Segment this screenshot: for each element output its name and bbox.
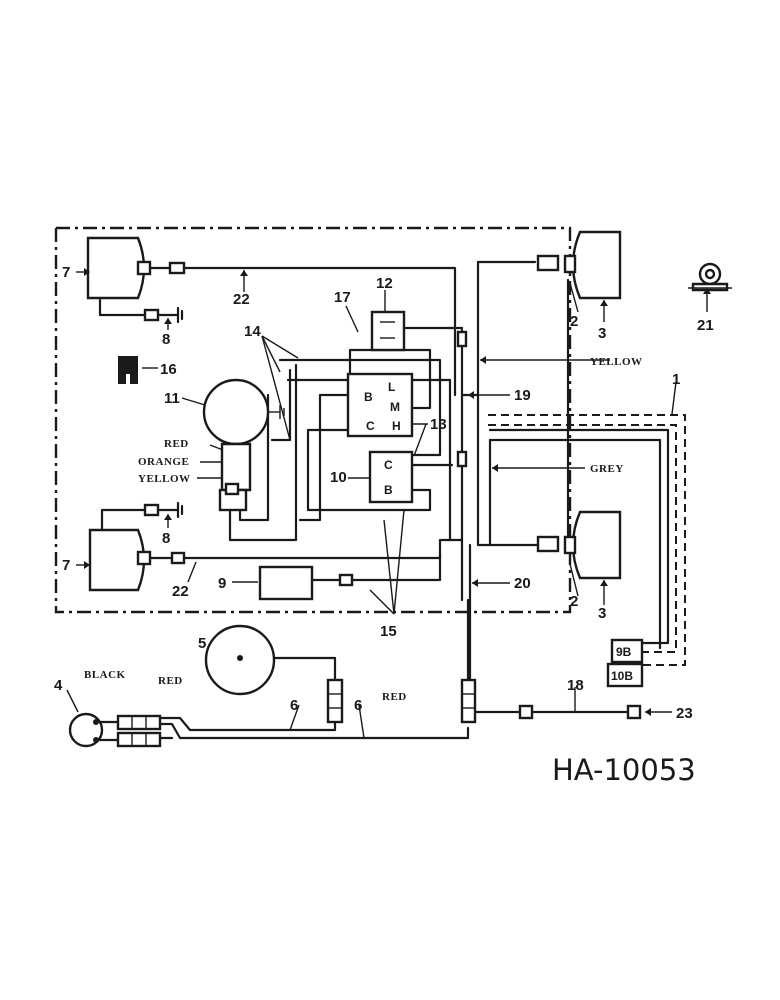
callout-6-left: 6 bbox=[290, 697, 298, 714]
callout-21: 21 bbox=[697, 317, 714, 334]
callout-13: 13 bbox=[430, 416, 447, 433]
label-red-right: RED bbox=[382, 691, 407, 703]
callout-8-bottom: 8 bbox=[162, 530, 170, 547]
terminal-reg-b: B bbox=[384, 483, 393, 497]
lamp-top-right bbox=[536, 230, 622, 300]
callout-1: 1 bbox=[672, 371, 680, 388]
callout-15: 15 bbox=[380, 623, 397, 640]
callout-17: 17 bbox=[334, 289, 351, 306]
drawing-number: HA-10053 bbox=[552, 753, 696, 787]
label-red-generator: RED bbox=[164, 438, 189, 450]
label-black: BLACK bbox=[84, 669, 126, 681]
terminal-23 bbox=[626, 704, 642, 720]
label-orange: ORANGE bbox=[138, 456, 189, 468]
callout-8-top: 8 bbox=[162, 331, 170, 348]
label-grey: GREY bbox=[590, 463, 624, 475]
head-lamp-top-left bbox=[86, 236, 152, 300]
head-lamp-bottom-left bbox=[88, 528, 152, 592]
callout-5: 5 bbox=[198, 635, 206, 652]
callout-2-top: 2 bbox=[570, 313, 578, 330]
generator bbox=[202, 378, 285, 512]
horn-5 bbox=[204, 624, 276, 696]
terminal-labels: L B M C H C B 9B 10B bbox=[364, 380, 633, 683]
callout-11: 11 bbox=[164, 390, 180, 407]
callout-9: 9 bbox=[218, 575, 226, 592]
terminal-reg-c: C bbox=[384, 458, 393, 472]
arrowheads bbox=[84, 268, 711, 716]
ground-symbols bbox=[176, 306, 184, 519]
callout-20: 20 bbox=[514, 575, 531, 592]
voltage-regulator-10 bbox=[368, 450, 414, 504]
callout-23: 23 bbox=[676, 705, 693, 722]
wire-labels: YELLOW GREY RED ORANGE YELLOW BLACK RED … bbox=[84, 356, 643, 703]
label-yellow-generator: YELLOW bbox=[138, 473, 191, 485]
switch-12 bbox=[370, 310, 406, 352]
fixture-21 bbox=[688, 262, 732, 292]
callout-22-top: 22 bbox=[233, 291, 250, 308]
callout-10: 10 bbox=[330, 469, 347, 486]
terminal-b: B bbox=[364, 390, 373, 404]
label-red-left: RED bbox=[158, 675, 183, 687]
harness-frame bbox=[54, 226, 572, 614]
dashed-harness-1 bbox=[488, 414, 686, 666]
callout-22-bottom: 22 bbox=[172, 583, 189, 600]
lamp-bottom-right bbox=[536, 510, 622, 580]
callout-4: 4 bbox=[54, 677, 63, 694]
callout-19: 19 bbox=[514, 387, 531, 404]
resistor-9 bbox=[258, 565, 314, 601]
callout-14: 14 bbox=[244, 323, 261, 340]
callout-12: 12 bbox=[376, 275, 393, 292]
callout-18: 18 bbox=[567, 677, 584, 694]
callout-7-bottom: 7 bbox=[62, 557, 70, 574]
callout-3-bottom: 3 bbox=[598, 605, 606, 622]
terminal-c: C bbox=[366, 419, 375, 433]
connector-9b-10b bbox=[606, 638, 644, 688]
ignition-key bbox=[118, 356, 138, 384]
terminal-l: L bbox=[388, 380, 395, 394]
callout-6-right: 6 bbox=[354, 697, 362, 714]
callout-numbers: 1 2 2 3 3 4 5 6 6 7 7 8 8 9 10 11 12 13 … bbox=[54, 264, 714, 722]
callout-2-bottom: 2 bbox=[570, 593, 578, 610]
label-yellow-right: YELLOW bbox=[590, 356, 643, 368]
inline-connectors bbox=[116, 261, 534, 748]
terminal-h: H bbox=[392, 419, 401, 433]
callout-16: 16 bbox=[160, 361, 177, 378]
terminal-m: M bbox=[390, 400, 400, 414]
light-switch-13 bbox=[346, 372, 414, 438]
terminal-10b: 10B bbox=[611, 669, 633, 683]
callout-7-top: 7 bbox=[62, 264, 70, 281]
battery-plug-4 bbox=[68, 712, 104, 748]
callout-3-top: 3 bbox=[598, 325, 606, 342]
terminal-9b: 9B bbox=[616, 645, 632, 659]
